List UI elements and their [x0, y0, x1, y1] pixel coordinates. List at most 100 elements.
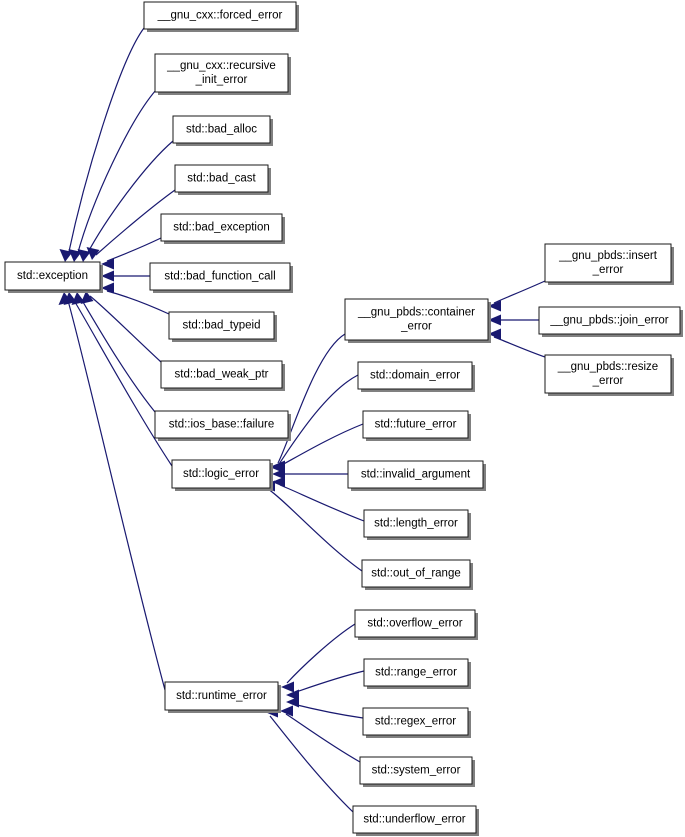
class-node-ios_base_failure[interactable]: std::ios_base::failure: [154, 410, 291, 441]
node-box[interactable]: [363, 658, 469, 687]
class-node-out_of_range[interactable]: std::out_of_range: [361, 559, 473, 590]
edge-line: [493, 280, 546, 304]
node-box[interactable]: [344, 298, 489, 341]
class-node-bad_weak_ptr[interactable]: std::bad_weak_ptr: [160, 360, 285, 391]
node-label-line: std::bad_alloc: [186, 124, 257, 136]
edge-line: [106, 237, 162, 262]
node-box[interactable]: [154, 53, 289, 93]
edge-bad_alloc-to-exception: [77, 140, 174, 262]
class-node-length_error[interactable]: std::length_error: [363, 509, 471, 540]
node-label-line: std::bad_exception: [173, 222, 270, 234]
class-node-underflow_error[interactable]: std::underflow_error: [352, 805, 479, 836]
node-box[interactable]: [359, 756, 473, 785]
class-node-runtime_error[interactable]: std::runtime_error: [164, 681, 281, 713]
class-node-container_error[interactable]: __gnu_pbds::container_error: [344, 298, 491, 343]
node-box[interactable]: [544, 243, 672, 283]
class-node-bad_alloc[interactable]: std::bad_alloc: [172, 115, 273, 146]
node-box[interactable]: [362, 707, 469, 736]
node-label-line: _error: [400, 321, 432, 333]
node-label: std::ios_base::failure: [169, 419, 274, 431]
node-label-line: std::runtime_error: [176, 690, 267, 702]
node-label: __gnu_pbds::join_error: [549, 315, 668, 327]
node-box[interactable]: [361, 559, 471, 588]
edge-arrowhead-icon: [101, 258, 114, 270]
node-box[interactable]: [4, 261, 101, 291]
class-node-bad_typeid[interactable]: std::bad_typeid: [168, 311, 277, 342]
node-label-line: std::bad_weak_ptr: [175, 369, 269, 381]
edge-line: [279, 484, 365, 522]
node-label-line: __gnu_pbds::join_error: [549, 315, 668, 327]
class-node-bad_cast[interactable]: std::bad_cast: [174, 164, 271, 195]
edge-range_error-to-runtime_error: [286, 670, 365, 701]
node-box[interactable]: [160, 213, 283, 242]
class-node-domain_error[interactable]: std::domain_error: [357, 361, 475, 392]
edge-line: [277, 333, 346, 464]
node-box[interactable]: [363, 509, 469, 538]
class-node-insert_error[interactable]: __gnu_pbds::insert_error: [544, 243, 674, 285]
node-label-line: std::domain_error: [370, 370, 460, 382]
node-label: std::length_error: [374, 518, 458, 530]
edge-line: [66, 296, 166, 691]
node-box[interactable]: [172, 115, 271, 144]
edge-line: [71, 296, 173, 467]
node-box[interactable]: [154, 410, 289, 439]
node-box[interactable]: [160, 360, 283, 389]
edge-ios_base_failure-to-exception: [71, 292, 156, 413]
edge-line: [493, 336, 546, 358]
node-label: std::regex_error: [375, 716, 456, 728]
node-label-line: _error: [592, 264, 624, 276]
class-node-exception[interactable]: std::exception: [4, 261, 103, 293]
node-box[interactable]: [168, 311, 275, 340]
node-label-line: std::underflow_error: [363, 814, 465, 826]
class-node-system_error[interactable]: std::system_error: [359, 756, 475, 787]
edge-line: [278, 374, 359, 465]
node-box[interactable]: [174, 164, 269, 193]
edge-arrowhead-icon: [272, 468, 285, 480]
node-box[interactable]: [362, 410, 469, 439]
node-box[interactable]: [354, 609, 476, 638]
node-label: std::overflow_error: [367, 618, 462, 630]
class-node-regex_error[interactable]: std::regex_error: [362, 707, 471, 738]
node-label: std::system_error: [372, 765, 461, 777]
node-box[interactable]: [164, 681, 279, 711]
node-box[interactable]: [347, 460, 484, 489]
edge-line: [76, 89, 157, 257]
node-box[interactable]: [357, 361, 473, 390]
edge-forced_error-to-exception: [59, 27, 145, 262]
node-label: std::runtime_error: [176, 690, 267, 702]
node-label: __gnu_pbds::resize_error: [557, 361, 658, 387]
edge-resize_error-to-container_error: [488, 328, 546, 358]
class-node-bad_exception[interactable]: std::bad_exception: [160, 213, 285, 244]
edge-arrowhead-icon: [77, 249, 91, 262]
node-label: std::logic_error: [183, 468, 259, 480]
class-node-overflow_error[interactable]: std::overflow_error: [354, 609, 478, 640]
node-box[interactable]: [538, 306, 681, 335]
node-label-line: __gnu_pbds::container: [357, 307, 475, 319]
node-label-line: std::range_error: [375, 667, 457, 679]
class-node-future_error[interactable]: std::future_error: [362, 410, 471, 441]
edge-system_error-to-runtime_error: [280, 705, 361, 763]
class-node-bad_function_call[interactable]: std::bad_function_call: [149, 262, 293, 293]
class-node-logic_error[interactable]: std::logic_error: [171, 459, 273, 491]
edge-line: [95, 189, 176, 256]
class-node-forced_error[interactable]: __gnu_cxx::forced_error: [143, 1, 299, 32]
node-label: std::bad_exception: [173, 222, 270, 234]
class-node-recursive_init[interactable]: __gnu_cxx::recursive_init_error: [154, 53, 291, 95]
node-box[interactable]: [352, 805, 477, 834]
node-box[interactable]: [149, 262, 291, 291]
edge-overflow_error-to-runtime_error: [281, 623, 356, 693]
node-box[interactable]: [171, 459, 271, 489]
node-label: std::bad_weak_ptr: [175, 369, 269, 381]
edge-line: [286, 623, 356, 684]
node-box[interactable]: [544, 354, 672, 394]
class-node-join_error[interactable]: __gnu_pbds::join_error: [538, 306, 683, 337]
edge-bad_weak_ptr-to-exception: [80, 291, 162, 363]
class-node-resize_error[interactable]: __gnu_pbds::resize_error: [544, 354, 674, 396]
node-label: __gnu_pbds::container_error: [357, 307, 475, 333]
class-node-range_error[interactable]: std::range_error: [363, 658, 471, 689]
node-box[interactable]: [143, 1, 297, 30]
class-node-invalid_argument[interactable]: std::invalid_argument: [347, 460, 486, 491]
edge-regex_error-to-runtime_error: [286, 696, 364, 719]
